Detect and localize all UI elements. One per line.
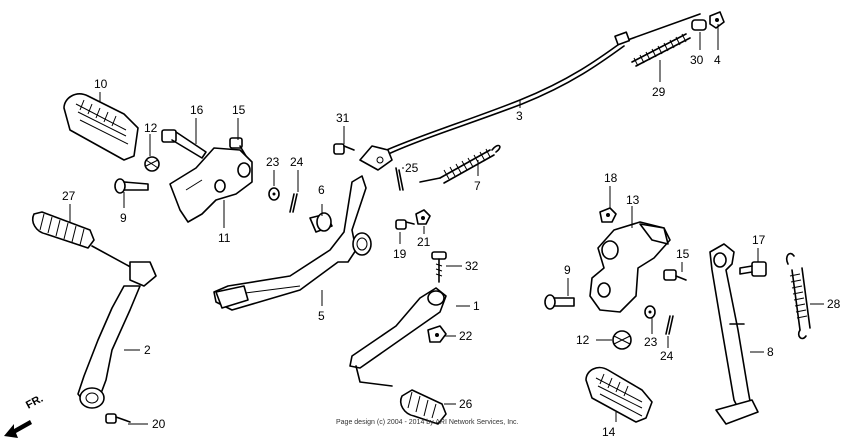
- callout-23-left: 23: [266, 155, 280, 169]
- callout-10: 10: [94, 77, 108, 91]
- callout-21: 21: [417, 235, 431, 249]
- nut-18[interactable]: [599, 207, 617, 223]
- nut-4[interactable]: [709, 11, 725, 29]
- callout-9-left: 9: [120, 211, 127, 225]
- spring-12a[interactable]: [144, 156, 160, 172]
- callout-19: 19: [393, 247, 407, 261]
- callout-13: 13: [626, 193, 640, 207]
- brake-cable[interactable]: [359, 13, 701, 171]
- collar-6[interactable]: [309, 212, 333, 233]
- callout-30: 30: [690, 53, 704, 67]
- brake-pedal[interactable]: [213, 175, 372, 311]
- callout-15-right: 15: [676, 247, 690, 261]
- callout-23-right: 23: [644, 335, 658, 349]
- side-stand[interactable]: [709, 243, 759, 425]
- spring-28[interactable]: [785, 252, 811, 340]
- callout-2: 2: [144, 343, 151, 357]
- footpeg-14[interactable]: [585, 366, 653, 423]
- callout-1: 1: [473, 299, 480, 313]
- callout-15-left: 15: [232, 103, 246, 117]
- callout-12-right: 12: [576, 333, 590, 347]
- callout-32: 32: [465, 259, 479, 273]
- callout-labels: 1 2 3 4 5 6 7 8 9 9 10 11 12 12 13 14 15…: [62, 53, 841, 439]
- callout-24-right: 24: [660, 349, 674, 363]
- pin-24b[interactable]: [665, 315, 674, 335]
- bolt-16[interactable]: [161, 129, 207, 159]
- callout-16: 16: [190, 103, 204, 117]
- bracket-13[interactable]: [589, 221, 671, 313]
- callout-3: 3: [516, 109, 523, 123]
- copyright-notice: Page design (c) 2004 - 2014 by ARI Netwo…: [336, 419, 519, 426]
- callout-14: 14: [602, 425, 616, 439]
- shift-rubber-26[interactable]: [399, 389, 447, 425]
- pin-24a[interactable]: [289, 193, 298, 213]
- bolt-15b[interactable]: [663, 269, 687, 281]
- callout-8: 8: [767, 345, 774, 359]
- footpeg-10[interactable]: [63, 93, 139, 161]
- bolt-19[interactable]: [395, 219, 415, 230]
- spring-29[interactable]: [631, 33, 691, 67]
- callout-26: 26: [459, 397, 473, 411]
- callout-7: 7: [474, 179, 481, 193]
- bolt-31[interactable]: [333, 143, 355, 155]
- washer-23b[interactable]: [644, 305, 656, 319]
- bolt-15a[interactable]: [229, 137, 247, 157]
- bolt-20[interactable]: [105, 413, 131, 424]
- callout-24-left: 24: [290, 155, 304, 169]
- callout-9-right: 9: [564, 263, 571, 277]
- bolt-17[interactable]: [739, 261, 767, 277]
- callout-27: 27: [62, 189, 76, 203]
- cotter-pin-25[interactable]: [395, 167, 404, 191]
- pin-9a[interactable]: [114, 178, 149, 194]
- front-direction-arrow: [4, 420, 32, 438]
- callout-12-left: 12: [144, 121, 158, 135]
- nut-21[interactable]: [415, 209, 431, 225]
- kick-rubber-27[interactable]: [31, 211, 95, 249]
- callout-4: 4: [714, 53, 721, 67]
- callout-6: 6: [318, 183, 325, 197]
- bolt-32[interactable]: [431, 251, 447, 283]
- shift-pedal[interactable]: [349, 287, 447, 387]
- nut-22[interactable]: [427, 325, 447, 343]
- joint-30[interactable]: [691, 19, 707, 31]
- callout-18: 18: [604, 171, 618, 185]
- callout-5: 5: [318, 309, 325, 323]
- callout-25: 25: [405, 161, 419, 175]
- callout-29: 29: [652, 85, 666, 99]
- callout-17: 17: [752, 233, 766, 247]
- callout-11: 11: [218, 231, 231, 245]
- pin-9b[interactable]: [544, 294, 575, 310]
- leader-lines: [69, 24, 824, 425]
- callout-28: 28: [827, 297, 841, 311]
- washer-23a[interactable]: [268, 187, 280, 201]
- kick-starter-arm[interactable]: [77, 245, 157, 409]
- callout-20: 20: [152, 417, 166, 431]
- spring-7[interactable]: [419, 144, 501, 184]
- spring-12b[interactable]: [612, 330, 632, 350]
- callout-22: 22: [459, 329, 473, 343]
- callout-31: 31: [336, 111, 350, 125]
- bracket-11[interactable]: [169, 147, 253, 223]
